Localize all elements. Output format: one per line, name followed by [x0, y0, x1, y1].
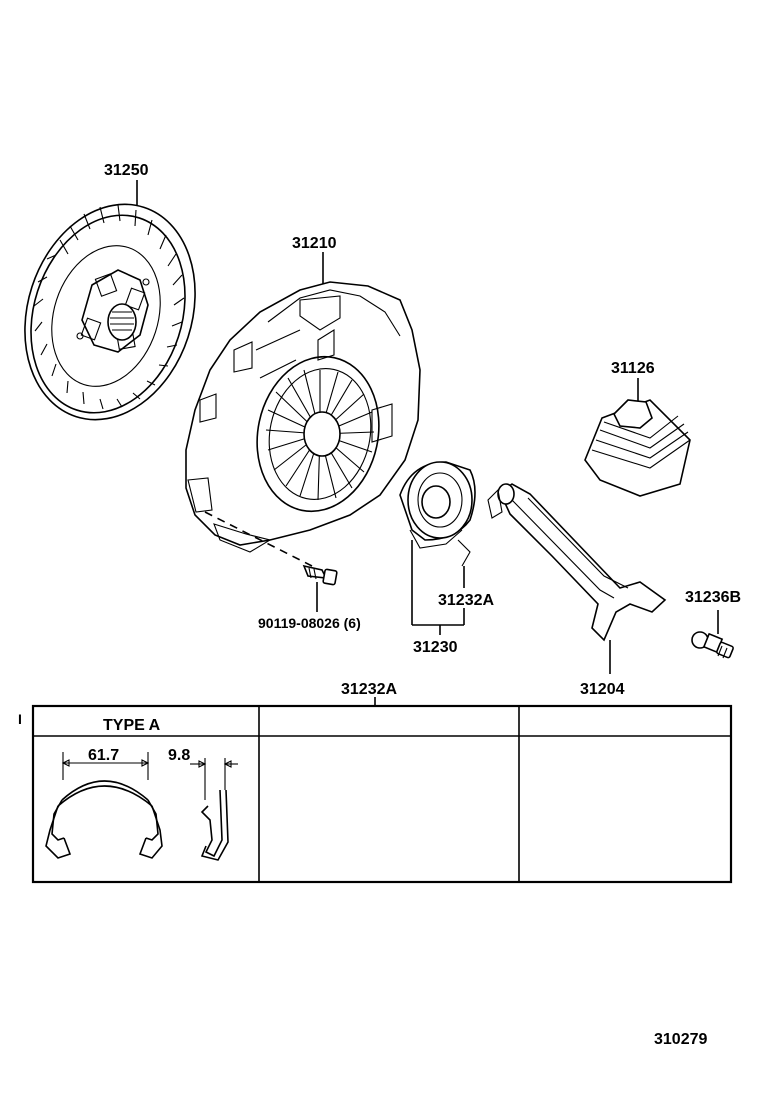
part-label-31210: 31210	[292, 235, 337, 252]
clutch-cover-drawing	[185, 252, 421, 567]
part-label-bolt: 90119-08026 (6)	[258, 615, 361, 631]
part-label-31204: 31204	[580, 681, 625, 698]
dimension-width: 61.7	[88, 747, 119, 764]
release-bearing-drawing	[399, 461, 476, 635]
diagram-id: 310279	[654, 1031, 707, 1048]
table-row-marker: I	[18, 711, 22, 727]
boot-drawing	[584, 378, 691, 497]
clutch-disc-drawing	[24, 180, 196, 421]
dimension-depth: 9.8	[168, 747, 190, 764]
type-a-label: TYPE A	[103, 717, 161, 734]
part-label-31230: 31230	[413, 639, 458, 656]
variant-table	[31, 697, 733, 884]
part-label-31236b: 31236B	[685, 589, 741, 606]
part-label-31126: 31126	[611, 360, 655, 377]
release-fork-drawing	[487, 483, 667, 674]
clip-sketch	[45, 752, 238, 861]
part-label-31250: 31250	[104, 162, 149, 179]
table-header-label: 31232A	[341, 681, 397, 698]
part-label-clip: 31232A	[438, 592, 494, 609]
ball-stud-drawing	[691, 610, 734, 659]
bolt-drawing	[302, 564, 338, 612]
